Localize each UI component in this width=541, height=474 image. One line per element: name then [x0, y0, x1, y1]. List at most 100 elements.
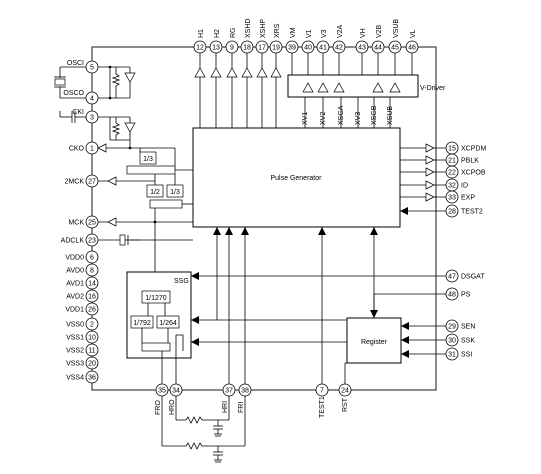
pin-number: 5 [90, 65, 94, 72]
pin-number: 30 [448, 338, 456, 345]
pin-number: 14 [88, 281, 96, 288]
top-pin: 40 V1 [301, 29, 315, 54]
right-pin: 29 SEN [445, 319, 475, 333]
top-pin: 17 XSHP [255, 19, 269, 54]
pin-label: H1 [198, 29, 205, 38]
pin-number: 15 [448, 146, 456, 153]
top-pin: 41 V3 [316, 29, 330, 54]
crystal-oscillator [54, 66, 86, 99]
top-pin: 44 V2B [371, 24, 385, 54]
pin-label: CKO [69, 146, 85, 153]
pin-number: 21 [448, 158, 456, 165]
pin-number: 32 [448, 183, 456, 190]
left-pin: 16 AVD2 [66, 289, 99, 303]
right-pins: 15 XCPDM 21 PBLK 22 XCPOB 32 ID 33 EXP 2… [445, 141, 486, 361]
pin-label: OSCI [67, 60, 84, 67]
left-pin: 36 VSS4 [66, 370, 99, 384]
top-pin: 39 VM [285, 27, 299, 54]
pin-label: XSHD [245, 19, 252, 38]
pin-number: 25 [88, 220, 96, 227]
pin-number: 31 [448, 352, 456, 359]
oscillator-circuit [98, 65, 140, 150]
left-pin: 5 OSCI [67, 60, 99, 74]
top-pin: 43 VH [355, 28, 369, 54]
bottom-wires [161, 227, 347, 463]
pin-number: 16 [88, 294, 96, 301]
pin-number: 40 [304, 45, 312, 52]
top-pin: 45 VSUB [388, 19, 402, 54]
vdriver-input-label: XSGA [338, 105, 345, 125]
bottom-pin: 35 FRO [155, 383, 169, 415]
pin-number: 41 [319, 45, 327, 52]
pin-label: HRO [169, 399, 176, 415]
vdriver-input-label: XV2 [320, 112, 327, 125]
pin-number: 13 [212, 45, 220, 52]
pin-label: SSK [461, 338, 475, 345]
v-driver-label: V-Driver [420, 85, 446, 92]
left-pin: 23 ADCLK [61, 233, 99, 247]
pin-label: AVD0 [66, 268, 84, 275]
pin-label: VSS2 [66, 348, 84, 355]
top-pin: 19 XRS [269, 23, 283, 54]
pin-label: XCPOB [461, 170, 486, 177]
vdriver-input-label: XSGB [371, 105, 378, 125]
pin-number: 10 [88, 335, 96, 342]
pin-label: FRI [238, 402, 245, 413]
pin-label: AVD2 [66, 294, 84, 301]
bottom-pin: 37 HRI [222, 383, 236, 413]
divider-label: 1/1270 [145, 295, 167, 302]
left-pin: 3 CKI [72, 109, 99, 124]
divider-label: 1/2 [150, 189, 160, 196]
pin-number: 22 [448, 170, 456, 177]
pin-label: PS [461, 292, 471, 299]
pin-number: 47 [448, 274, 456, 281]
register-label: Register [361, 339, 388, 346]
vdriver-input-label: XV3 [355, 112, 362, 125]
left-pin: 2 VSS0 [66, 317, 99, 331]
pin-number: 42 [335, 45, 343, 52]
right-wires [191, 143, 446, 358]
pin-number: 35 [158, 388, 166, 395]
pin-number: 9 [230, 45, 234, 52]
pin-number: 39 [288, 45, 296, 52]
pin-number: 12 [196, 45, 204, 52]
pin-label: XCPDM [461, 146, 486, 153]
right-pin: 21 PBLK [445, 153, 479, 167]
pin-label: RG [230, 28, 237, 39]
left-pin: 1 CKO [69, 141, 99, 155]
pin-number: 46 [408, 45, 416, 52]
vdriver-input-label: XSUB [387, 106, 394, 125]
pin-label: V2B [376, 24, 383, 38]
divider-label: 1/3 [143, 156, 153, 163]
left-pin: 8 AVD0 [66, 263, 99, 277]
pin-number: 6 [90, 255, 94, 262]
pin-label: PBLK [461, 158, 479, 165]
pin-label: RST [342, 397, 349, 412]
vdriver-input-label: XV1 [302, 112, 309, 125]
pin-label: VL [410, 29, 417, 38]
right-pin: 31 SSI [445, 347, 472, 361]
ssg-label: SSG [174, 278, 189, 285]
pin-label: ADCLK [61, 238, 85, 245]
bottom-pin: 24 RST [338, 383, 352, 412]
pin-number: 3 [90, 115, 94, 122]
pin-label: 2MCK [65, 179, 85, 186]
pin-label: HRI [222, 401, 229, 413]
clock-dividers: 1/3 1/2 1/3 [98, 147, 193, 292]
right-pin: 28 TEST2 [445, 204, 483, 218]
pin-label: SSI [461, 352, 472, 359]
pin-label: EXP [461, 195, 475, 202]
pin-number: 8 [90, 268, 94, 275]
top-pin: 13 H2 [209, 29, 223, 54]
divider-label: 1/264 [159, 320, 177, 327]
pin-label: SEN [461, 324, 475, 331]
pin-label: XRS [274, 23, 281, 38]
top-pin: 18 XSHD [240, 19, 254, 54]
pin-number: 19 [272, 45, 280, 52]
pin-number: 43 [358, 45, 366, 52]
pin-label: FRO [155, 400, 162, 415]
left-pin: 4 OSCO [63, 90, 99, 105]
left-pin: 10 VSS1 [66, 330, 99, 344]
pin-number: 23 [88, 238, 96, 245]
